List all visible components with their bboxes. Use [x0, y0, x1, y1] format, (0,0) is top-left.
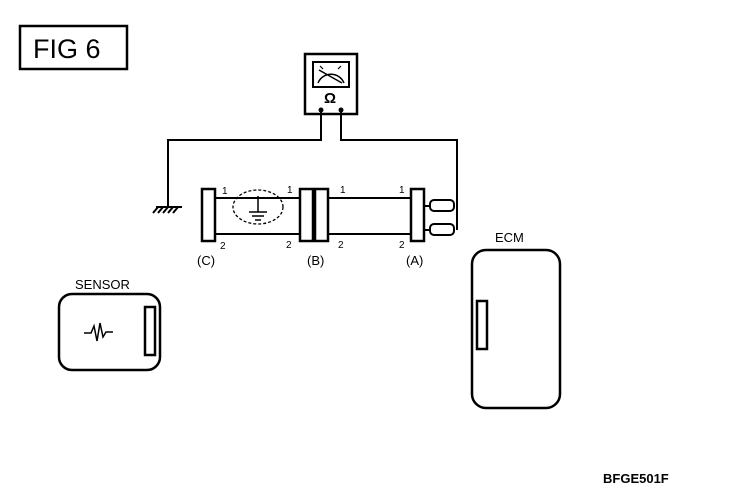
connector-c-pin1: 1 [222, 186, 228, 197]
connector-b-pin1-right: 1 [340, 185, 346, 196]
shield-ground-icon [232, 189, 284, 225]
connector-b-pin2-left: 2 [286, 240, 292, 251]
connector-c-pin2: 2 [220, 241, 226, 252]
sensor-unit: SENSOR [57, 277, 162, 372]
connector-b: 1 1 2 2 (B) [286, 185, 346, 268]
sensor-connector-port [143, 305, 157, 357]
ohm-symbol: Ω [324, 90, 336, 107]
ecm-title: ECM [495, 230, 524, 245]
ohmmeter-icon: Ω [303, 52, 359, 116]
meter-leads [167, 112, 458, 230]
ecm-unit: ECM [470, 230, 562, 410]
ground-icon [152, 206, 182, 214]
connector-a-label: (A) [406, 253, 423, 268]
connector-b-pin2-right: 2 [338, 240, 344, 251]
connector-b-label: (B) [307, 253, 324, 268]
connector-c-label: (C) [197, 253, 215, 268]
connector-a-pin1: 1 [399, 185, 405, 196]
drawing-code: BFGE501F [603, 471, 669, 486]
ecm-connector-port [475, 299, 489, 351]
connector-c: 1 2 (C) [197, 186, 228, 268]
sensor-title: SENSOR [75, 277, 130, 292]
figure-label-text: FIG 6 [33, 34, 101, 64]
figure-label: FIG 6 [18, 24, 129, 71]
connector-b-pin1-left: 1 [287, 185, 293, 196]
connector-a: 1 2 (A) [399, 185, 455, 268]
waveform-icon [84, 322, 113, 342]
connector-a-pin2: 2 [399, 240, 405, 251]
